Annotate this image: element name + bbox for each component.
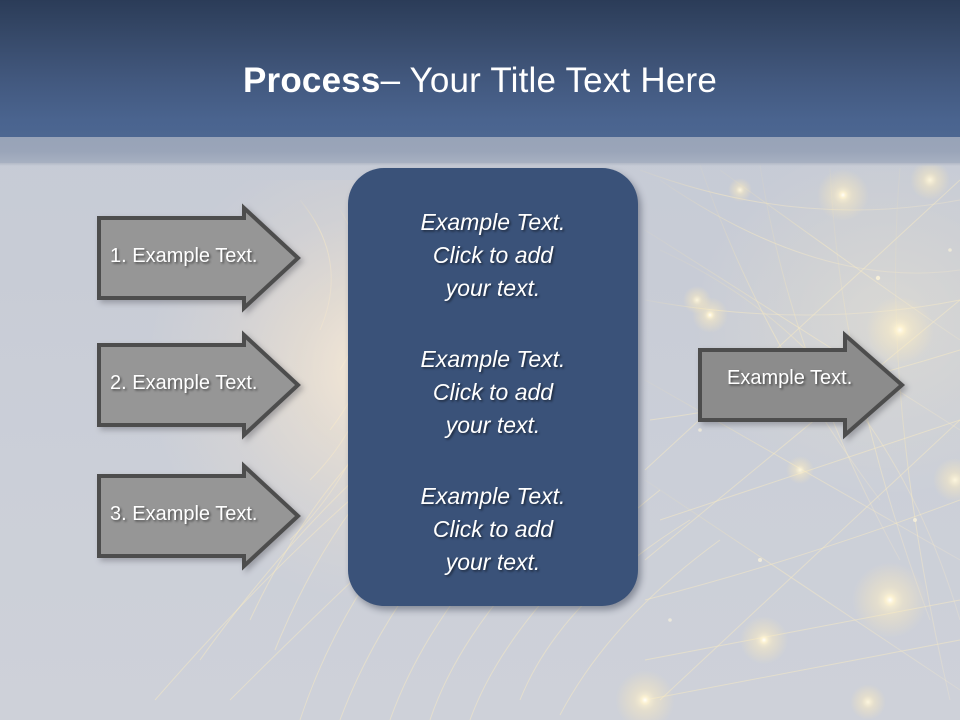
right-arrow-icon	[97, 330, 301, 440]
slide-title-bar: Process – Your Title Text Here	[0, 0, 960, 137]
right-arrow-icon	[698, 330, 906, 440]
page-title-rest: – Your Title Text Here	[380, 60, 718, 100]
panel-text-block-2[interactable]: Example Text. Click to add your text.	[420, 346, 566, 438]
input-arrow-2[interactable]: 2. Example Text.	[96, 330, 301, 440]
right-arrow-icon	[97, 461, 301, 571]
title-band-edge	[0, 163, 960, 166]
input-arrow-1[interactable]: 1. Example Text.	[96, 203, 301, 313]
panel-text-block-3[interactable]: Example Text. Click to add your text.	[420, 483, 566, 575]
page-title: Process – Your Title Text Here	[0, 0, 960, 137]
output-arrow[interactable]: Example Text.	[697, 330, 906, 440]
panel-text-block-1[interactable]: Example Text. Click to add your text.	[420, 209, 566, 301]
right-arrow-icon	[97, 203, 301, 313]
input-arrow-3[interactable]: 3. Example Text.	[96, 461, 301, 571]
center-content-panel[interactable]: Example Text. Click to add your text. Ex…	[348, 168, 638, 606]
page-title-strong: Process	[242, 60, 381, 100]
title-accent-band	[0, 137, 960, 163]
